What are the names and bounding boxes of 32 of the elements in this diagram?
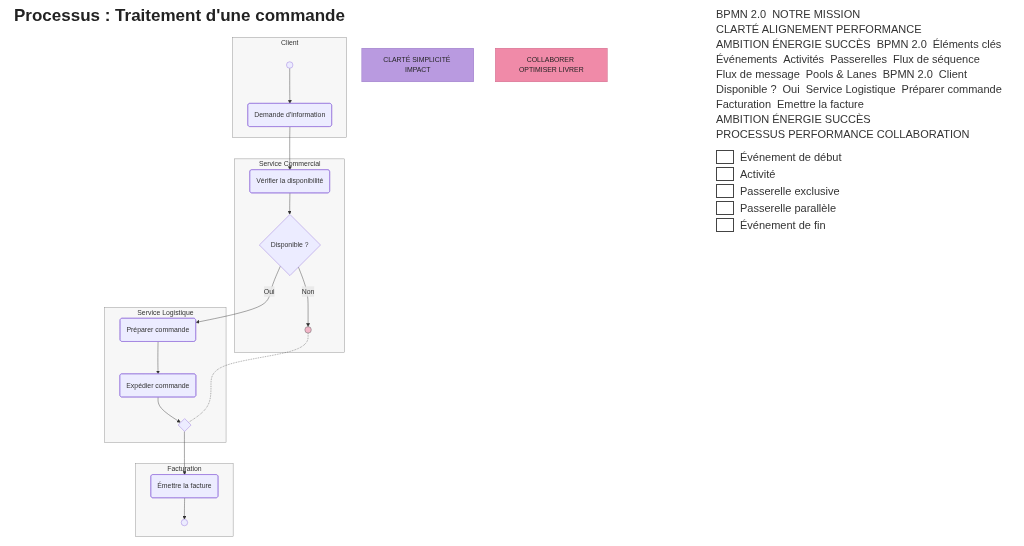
legend-text: Événement de fin <box>740 219 826 231</box>
scene-text: Flux de séquence <box>893 53 980 65</box>
scene-text: Client <box>938 68 967 80</box>
scene-text: BPMN 2.0 <box>716 8 767 20</box>
scene-text: AMBITION ÉNERGIE SUCCÈS <box>716 113 871 125</box>
scene-text: Activités <box>783 53 825 65</box>
scene-text: Pools & Lanes <box>805 68 877 80</box>
node-circle <box>180 519 188 526</box>
node-diamond <box>177 418 192 432</box>
legend-text: Activité <box>740 168 776 180</box>
scene-text: Facturation <box>716 98 772 110</box>
scene-text: Flux de message <box>716 68 800 80</box>
scene-text: Emettre la facture <box>777 98 864 110</box>
scene-text: Passerelles <box>830 53 887 65</box>
scene-text: Oui <box>782 83 800 95</box>
node-circle <box>286 61 294 69</box>
scene-text: Préparer commande <box>901 83 1002 95</box>
scene-text: Service Logistique <box>805 83 896 95</box>
scene-text: PROCESSUS PERFORMANCE COLLABORATION <box>716 128 970 140</box>
node-circle <box>304 326 312 334</box>
scene-text: CLARTÉ ALIGNEMENT PERFORMANCE <box>716 23 922 35</box>
scene-text: NOTRE MISSION <box>772 8 861 20</box>
scene-text: BPMN 2.0 <box>882 68 933 80</box>
scene-text: Événements <box>716 53 778 65</box>
scene-text: Éléments clés <box>932 38 1002 50</box>
scene-text: BPMN 2.0 <box>876 38 927 50</box>
scene-text: Disponible ? <box>716 83 777 95</box>
legend-text: Passerelle parallèle <box>740 202 836 214</box>
legend-text: Événement de début <box>740 151 842 163</box>
legend-text: Passerelle exclusive <box>740 185 840 197</box>
diagram-title: Processus : Traitement d'une commande <box>14 6 345 26</box>
scene-text: AMBITION ÉNERGIE SUCCÈS <box>716 38 871 50</box>
